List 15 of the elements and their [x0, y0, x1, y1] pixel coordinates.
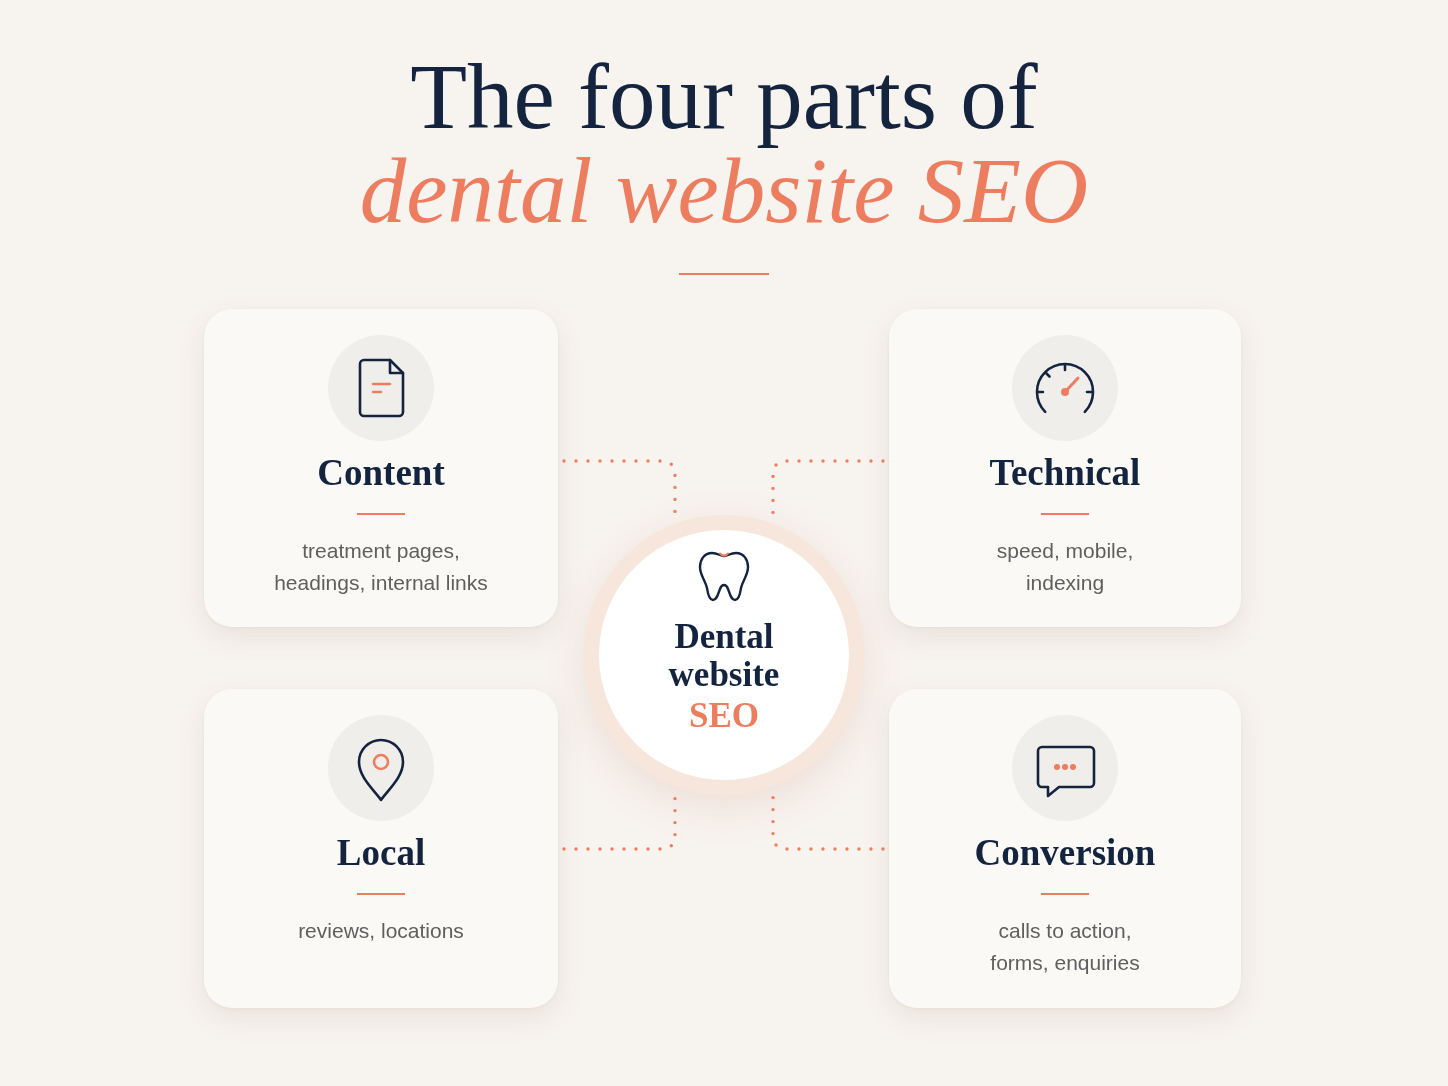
card-heading: Content: [317, 451, 445, 495]
card-heading: Local: [336, 831, 426, 875]
card-description: calls to action, forms, enquiries: [989, 918, 1141, 976]
center-title: Dental website: [667, 618, 781, 694]
card-description: reviews, locations: [298, 918, 464, 944]
card-description: speed, mobile, indexing: [995, 538, 1135, 596]
category-card: [204, 309, 558, 627]
category-card: [889, 689, 1241, 1008]
card-heading: Technical: [989, 451, 1141, 495]
category-card: [204, 689, 558, 1008]
diagram-title: The four parts of dental website SEO: [358, 50, 1090, 238]
card-description: treatment pages, headings, internal links: [273, 538, 489, 596]
category-card: [889, 309, 1241, 627]
center-highlight: SEO: [688, 697, 759, 735]
card-heading: Conversion: [974, 831, 1156, 875]
